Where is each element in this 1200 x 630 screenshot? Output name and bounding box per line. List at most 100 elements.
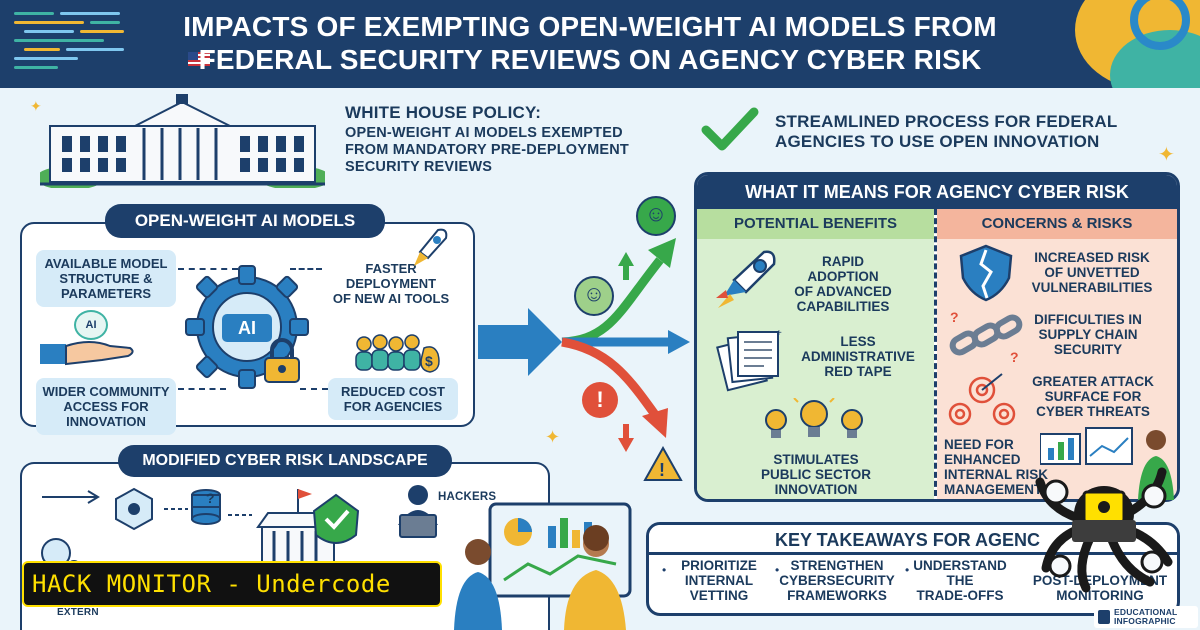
sparkle-icon: ✦	[1158, 144, 1175, 166]
svg-text:?: ?	[950, 310, 959, 325]
label-line: Innovation	[66, 414, 146, 429]
text-line: Less	[840, 334, 876, 349]
takeaway-trade-offs: Understand the Trade-offs	[904, 558, 1016, 603]
text-line: Supply Chain	[1038, 327, 1138, 342]
flow-arrows	[470, 180, 720, 480]
benefit-rapid-adoption: Rapid Adoption of Advanced Capabilities	[788, 254, 898, 314]
educational-infographic-badge: Educational Infographic	[1094, 606, 1198, 628]
label-line: Parameters	[60, 286, 152, 301]
text-line: Strengthen	[790, 558, 884, 573]
badge-line: Infographic	[1114, 616, 1176, 626]
text-line: Surface for	[1044, 389, 1142, 404]
cyber-risk-title: What It Means for Agency Cyber Risk	[697, 175, 1177, 209]
label-line: Reduced Cost	[340, 384, 445, 399]
analysts-dashboard-illustration	[448, 500, 638, 630]
text-line: Public Sector	[760, 467, 871, 482]
wider-access-label: Wider Community Access for Innovation	[36, 378, 176, 435]
bullet-icon: •	[775, 563, 780, 577]
ai-chip-label: AI	[222, 314, 272, 342]
text-line: Cyber Threats	[1036, 404, 1150, 419]
white-house-icon	[36, 92, 331, 190]
smile-face-glyph: ☺	[582, 281, 606, 306]
label-line: Faster	[365, 261, 417, 276]
page-title: Impacts of Exempting Open-Weight AI Mode…	[150, 10, 1030, 76]
happy-face-icon	[636, 196, 676, 236]
text-line: Rapid Adoption	[807, 254, 879, 284]
text-line: Vetting	[689, 588, 749, 603]
lightbulbs-icon	[758, 394, 870, 450]
badge-line: Educational	[1114, 607, 1178, 617]
key-takeaways-panel: Key Takeaways for Agenc	[646, 522, 1180, 616]
text-line: Internal Risk	[944, 467, 1049, 482]
takeaway-internal-vetting: Prioritize Internal Vetting	[656, 558, 782, 603]
connector-line	[178, 268, 238, 270]
text-line: Cybersecurity	[779, 573, 895, 588]
bullet-icon: •	[905, 563, 910, 577]
streamlined-line-2: Agencies to Use Open Innovation	[775, 132, 1100, 151]
text-line: Administrative	[801, 349, 915, 364]
text-line: Frameworks	[787, 588, 887, 603]
header-banner: Impacts of Exempting Open-Weight AI Mode…	[0, 0, 1200, 88]
target-icons	[946, 372, 1022, 430]
sparkle-icon: ✦	[545, 427, 561, 447]
alert-circle-icon: !	[582, 382, 618, 418]
people-and-money-icon: $	[352, 330, 442, 374]
label-line: Deployment	[345, 276, 437, 291]
policy-line-1: Open-Weight AI Models Exempted	[345, 125, 623, 141]
text-line: Understand	[913, 558, 1007, 573]
text-line: Capabilities	[796, 299, 890, 314]
bullet-icon: •	[662, 563, 667, 577]
hacker-octopus-logo	[1032, 458, 1178, 596]
text-line: Monitoring	[1056, 588, 1144, 603]
warning-triangle-icon: !	[643, 445, 683, 482]
text-line: Stimulates	[773, 452, 859, 467]
text-line: Trade-offs	[916, 588, 1004, 603]
benefit-less-red-tape: Less Administrative Red Tape	[796, 334, 920, 379]
concern-supply-chain: Difficulties in Supply Chain Security	[1032, 312, 1144, 357]
policy-heading: White House Policy:	[345, 103, 542, 122]
text-line: Prioritize	[681, 558, 757, 573]
connector-line	[178, 388, 226, 390]
label-line: of New AI Tools	[332, 291, 450, 306]
column-divider	[934, 209, 937, 499]
sparkle-icon: ✦	[30, 98, 42, 114]
cyber-landscape-title: Modified Cyber Risk Landscape	[118, 445, 452, 477]
faster-deployment-label: Faster Deployment of New AI Tools	[322, 255, 460, 312]
rocket-icon	[410, 226, 450, 276]
text-line: Red Tape	[824, 364, 892, 379]
title-line-1: Impacts of Exempting Open-Weight AI Mode…	[183, 11, 997, 42]
concern-unvetted-vulnerabilities: Increased Risk of Unvetted Vulnerabiliti…	[1030, 250, 1154, 295]
takeaway-cybersecurity-frameworks: Strengthen Cybersecurity Frameworks	[772, 558, 902, 603]
hack-monitor-banner: HACK MONITOR - Undercode	[22, 561, 442, 607]
us-flag-icon	[188, 52, 210, 66]
padlock-icon	[262, 338, 302, 384]
connector-line	[300, 388, 328, 390]
text-line: Increased Risk	[1034, 250, 1150, 265]
extern-label: Extern	[57, 607, 99, 618]
open-hand-icon	[40, 334, 140, 368]
text-line: Difficulties in	[1034, 312, 1142, 327]
concern-internal-risk: Need for Enhanced Internal Risk Manageme…	[944, 437, 1054, 497]
policy-line-3: Security Reviews	[345, 159, 493, 175]
title-line-2: Federal Security Reviews on Agency Cyber…	[198, 44, 982, 75]
cracked-shield-icon	[955, 242, 1017, 302]
documents-stack-icon: +	[712, 326, 790, 392]
label-line: Structure &	[59, 271, 153, 286]
benefits-column: Potential Benefits	[697, 209, 934, 499]
ai-node-icon: AI	[74, 310, 108, 340]
text-line: of Advanced	[794, 284, 892, 299]
text-line: Need for	[944, 437, 1014, 452]
text-line: of Unvetted	[1044, 265, 1140, 280]
policy-text-block: White House Policy: Open-Weight AI Model…	[345, 103, 665, 176]
svg-text:?: ?	[1010, 349, 1019, 365]
benefit-stimulates-innovation: Stimulates Public Sector Innovation	[754, 452, 878, 497]
label-line: Available Model	[44, 256, 168, 271]
code-lines-decoration	[14, 12, 144, 76]
label-line: Access for	[63, 399, 149, 414]
text-line: the	[946, 573, 974, 588]
smile-face-icon	[574, 276, 614, 316]
svg-text:$: $	[425, 353, 433, 369]
svg-text:+: +	[776, 328, 782, 339]
text-line: Internal	[684, 573, 754, 588]
label-line: for Agencies	[343, 399, 443, 414]
